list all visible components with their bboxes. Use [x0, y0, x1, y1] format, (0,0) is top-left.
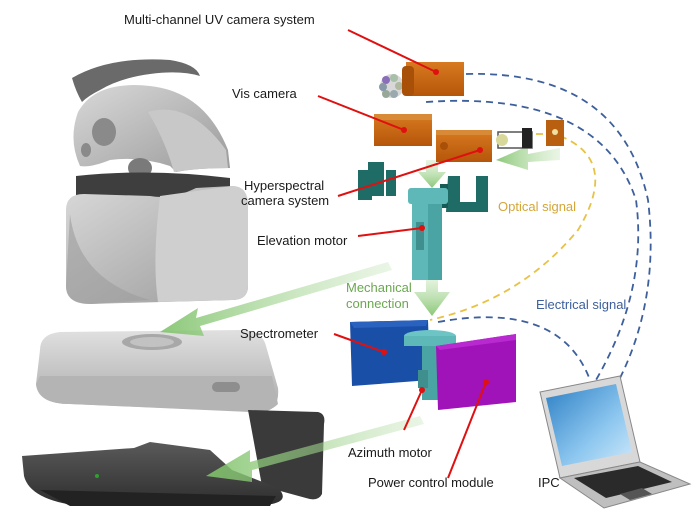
- pointer-lines: [317, 29, 487, 479]
- label-spectrometer: Spectrometer: [240, 326, 319, 341]
- label-vis-camera: Vis camera: [232, 86, 297, 101]
- pointer-dots: [381, 69, 489, 393]
- optical-input-arrow: [496, 146, 560, 170]
- label-optical-signal: Optical signal: [498, 199, 577, 214]
- label-power-control-module: Power control module: [368, 475, 494, 490]
- optical-signal-line: [429, 133, 597, 321]
- yoke-housing: [66, 186, 248, 304]
- hyperspectral-optics: [496, 128, 533, 149]
- uv-filter-wheel: [379, 74, 404, 98]
- azimuth-housing: [36, 330, 279, 413]
- dome-shell: [73, 85, 230, 178]
- mechanical-arrow-to-azimuth-housing: [160, 262, 392, 336]
- label-electrical-signal: Electrical signal: [536, 297, 627, 312]
- optical-input-plate: [546, 120, 564, 146]
- dome-cap: [72, 59, 200, 102]
- label-ipc: IPC: [538, 475, 560, 490]
- uv-camera: [402, 62, 464, 96]
- mechanical-down-arrow: [414, 276, 450, 316]
- mechanical-arrow-to-base: [206, 416, 424, 482]
- ipc-laptop: [539, 375, 692, 509]
- label-hyperspectral-1: Hyperspectral: [244, 178, 325, 193]
- label-mechanical-2: connection: [346, 296, 409, 311]
- label-hyperspectral-2: camera system: [241, 193, 330, 208]
- label-mechanical-1: Mechanical: [346, 280, 412, 295]
- power-control-module: [436, 334, 516, 410]
- hyperspectral-camera: [436, 130, 492, 162]
- elevation-motor: [408, 188, 448, 280]
- azimuth-motor: [404, 330, 456, 400]
- label-uv-camera: Multi-channel UV camera system: [124, 12, 315, 27]
- label-elevation-motor: Elevation motor: [257, 233, 348, 248]
- electrical-signal-lines: [425, 73, 652, 383]
- mechanical-down-arrow-top: [418, 160, 446, 188]
- label-azimuth-motor: Azimuth motor: [348, 445, 432, 460]
